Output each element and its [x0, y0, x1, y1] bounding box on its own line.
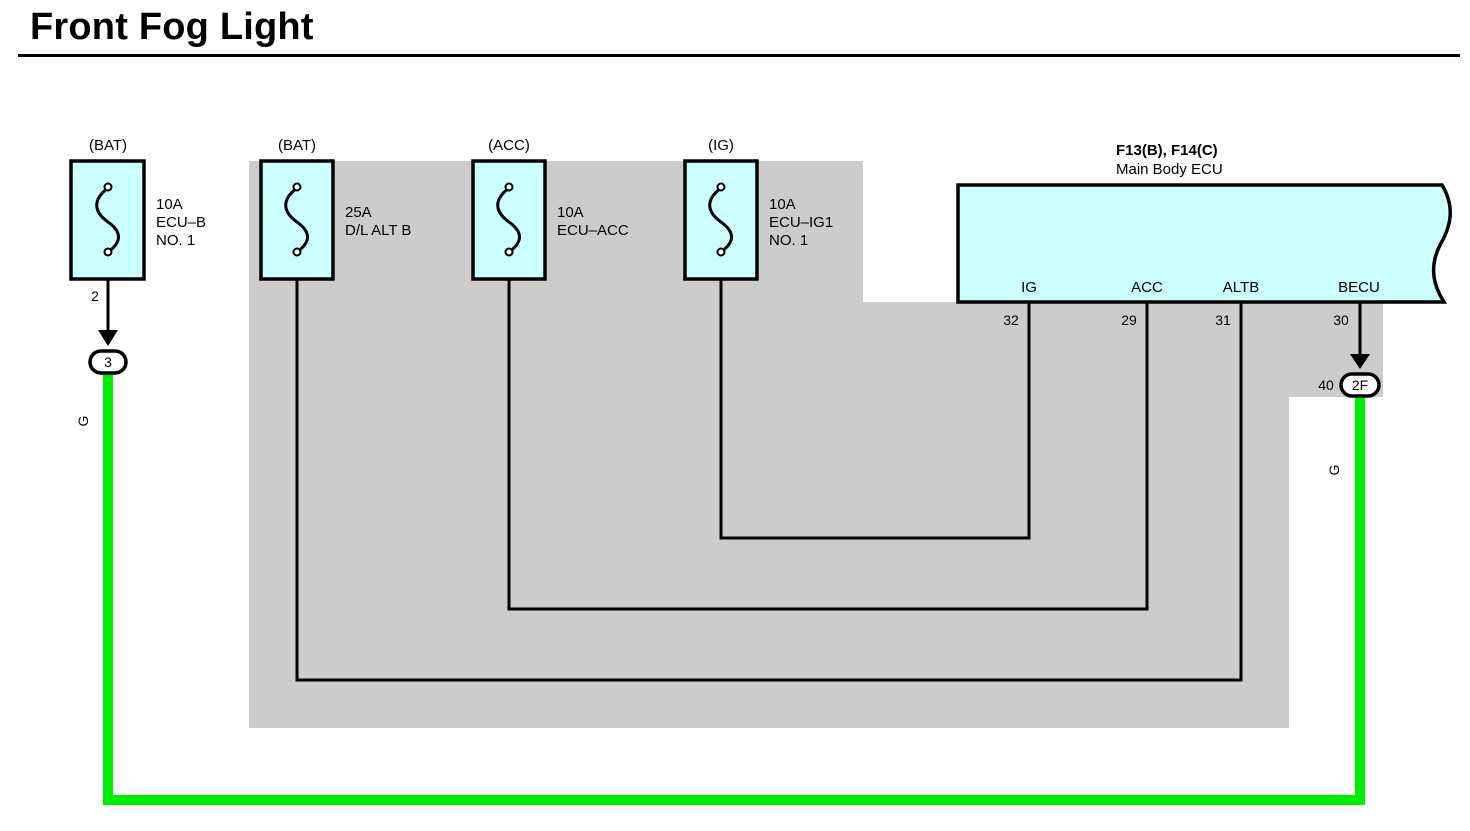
fuse-dl-alt-b: (BAT) 25A D/L ALT B: [259, 137, 411, 281]
wire-ig1-to-ig: [719, 250, 1031, 540]
fuse-name: ECU–ACC: [557, 222, 629, 239]
junction-3-label: 3: [104, 354, 112, 370]
fuse-source-label: (BAT): [89, 137, 127, 154]
fuse-rating: 25A: [345, 204, 372, 221]
fuse-box: [683, 159, 759, 281]
ecu-terminal-altb: ALTB: [1223, 279, 1259, 296]
ecu-box: [956, 183, 1452, 304]
fuse-rating: 10A: [156, 196, 183, 213]
ecu-pin-32: 32: [1003, 312, 1019, 328]
fuse-box: [259, 159, 335, 281]
fuse-name: ECU–IG1: [769, 214, 833, 231]
fuse-rating: 10A: [769, 196, 796, 213]
black-wires: [106, 250, 1362, 682]
title-rule: [18, 54, 1460, 57]
fuse-source-label: (BAT): [278, 137, 316, 154]
arrow-down-icon: [98, 330, 118, 346]
page-title: Front Fog Light: [30, 6, 314, 48]
ecu-terminal-becu: BECU: [1338, 279, 1380, 296]
ecu-pin-31: 31: [1215, 312, 1231, 328]
junction-connector-2f: [1339, 372, 1381, 398]
fuse-icon: [708, 186, 733, 254]
fuse-name-line2: NO. 1: [769, 232, 808, 249]
fuse-source-label: (ACC): [488, 137, 530, 154]
arrow-down-icon: [1350, 354, 1370, 369]
ecu-terminal-ig: IG: [1021, 279, 1037, 296]
ecu-pin-29: 29: [1121, 312, 1137, 328]
fuse-pin: 2: [91, 288, 99, 304]
fuse-name: ECU–B: [156, 214, 206, 231]
ecu-connectors: F13(B), F14(C): [1116, 142, 1218, 159]
fuse-icon: [496, 186, 521, 254]
fuse-ecu-acc: (ACC) 10A ECU–ACC: [471, 137, 629, 281]
ecu-terminal-acc: ACC: [1131, 279, 1163, 296]
fuse-name: D/L ALT B: [345, 222, 411, 239]
wire-acc-to-acc: [507, 250, 1149, 611]
wire-color-label-left: G: [75, 416, 91, 427]
fuse-source-label: (IG): [708, 137, 734, 154]
ecu-name: Main Body ECU: [1116, 161, 1223, 178]
fuse-name-line2: NO. 1: [156, 232, 195, 249]
green-wire: [103, 374, 1365, 805]
fuse-ecu-b-no1: (BAT) 10A ECU–B NO. 1 2: [69, 137, 206, 304]
wire-color-label-right: G: [1326, 465, 1342, 476]
junction-2f-label: 2F: [1352, 377, 1368, 393]
fuse-ecu-ig1-no1: (IG) 10A ECU–IG1 NO. 1: [683, 137, 833, 281]
wire-altb-to-altb: [295, 250, 1243, 682]
junction-2f-pin: 40: [1318, 377, 1334, 393]
fuse-box: [471, 159, 547, 281]
fuse-icon: [284, 186, 309, 254]
main-body-ecu: F13(B), F14(C) Main Body ECU IG ACC ALTB…: [956, 142, 1452, 328]
ecu-pin-30: 30: [1333, 312, 1349, 328]
fuse-icon: [95, 186, 120, 254]
fuse-rating: 10A: [557, 204, 584, 221]
junction-connector-3: [88, 349, 128, 375]
